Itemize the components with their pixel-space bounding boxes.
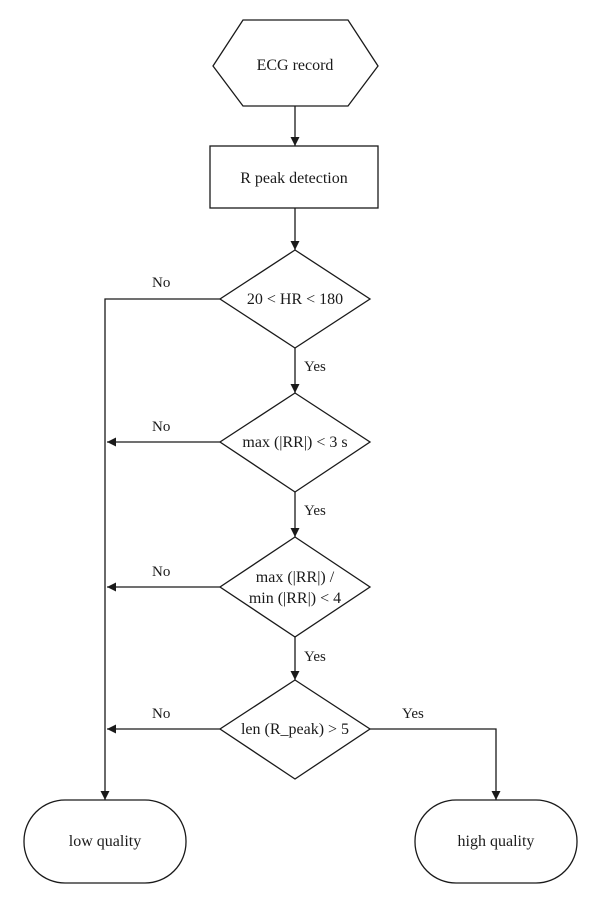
start-node: ECG record — [212, 19, 379, 107]
high-quality-label: high quality — [458, 833, 535, 850]
low-quality-label: low quality — [69, 833, 141, 850]
edge-peak-yes-label: Yes — [402, 706, 424, 722]
rr-ratio-decision: max (|RR|) / min (|RR|) < 4 — [218, 536, 372, 638]
low-quality-node: low quality — [23, 799, 187, 884]
peak-count-decision: len (R_peak) > 5 — [218, 679, 372, 780]
peak-count-decision-label: len (R_peak) > 5 — [241, 721, 349, 738]
rr-ratio-decision-label-line2: min (|RR|) < 4 — [249, 590, 341, 607]
edge-rr-max-yes-label: Yes — [304, 503, 326, 519]
edge-hr-no-label: No — [152, 275, 170, 291]
edge-rr-max-no-label: No — [152, 419, 170, 435]
edge-rr-ratio-no-label: No — [152, 564, 170, 580]
edge-hr-yes-label: Yes — [304, 359, 326, 375]
edge-peak-no-label: No — [152, 706, 170, 722]
edge-hr-no — [100, 298, 220, 800]
rr-max-decision-label: max (|RR|) < 3 s — [242, 434, 347, 451]
hr-decision: 20 < HR < 180 — [218, 249, 372, 349]
edge-peak-yes — [370, 728, 501, 800]
edge-rr-ratio-yes-label: Yes — [304, 649, 326, 665]
hr-decision-label: 20 < HR < 180 — [247, 291, 343, 308]
rr-max-decision: max (|RR|) < 3 s — [218, 392, 372, 493]
high-quality-node: high quality — [414, 799, 578, 884]
rr-ratio-decision-label-line1: max (|RR|) / — [256, 569, 335, 586]
detection-node-label: R peak detection — [240, 170, 348, 187]
detection-node: R peak detection — [209, 145, 379, 209]
start-node-label: ECG record — [257, 57, 334, 74]
